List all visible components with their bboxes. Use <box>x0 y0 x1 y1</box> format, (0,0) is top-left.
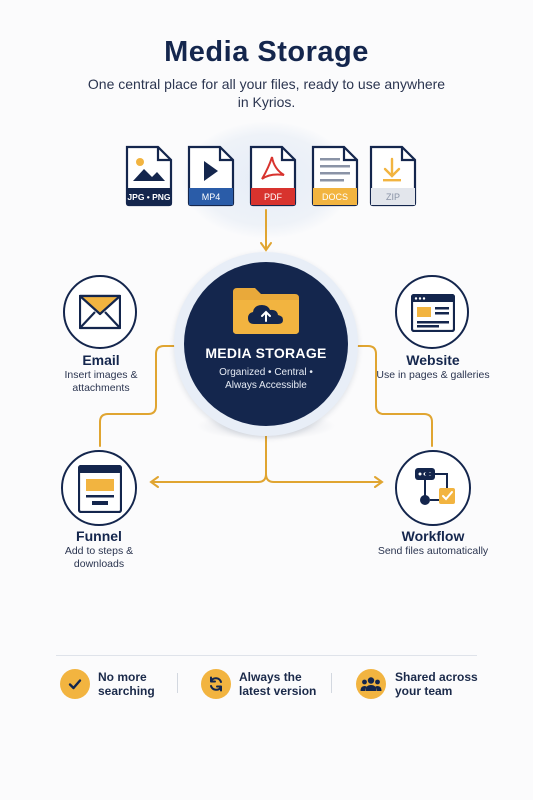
page-subtitle: One central place for all your files, re… <box>87 76 446 110</box>
workflow-desc: Send files automatically <box>377 545 489 557</box>
workflow-arrowhead <box>374 476 384 488</box>
benefit-text-1: No more searching <box>98 670 155 698</box>
download-icon <box>369 145 417 207</box>
files-to-hub-arrowhead <box>260 242 272 252</box>
file-label-zip: ZIP <box>385 192 400 202</box>
benefit-text-3: Shared across your team <box>395 670 478 698</box>
funnel-arrowhead <box>149 476 159 488</box>
cloud-folder-icon <box>233 288 299 334</box>
file-label-jpg: JPG • PNG <box>127 192 171 202</box>
check-icon <box>60 669 90 699</box>
email-title: Email <box>82 352 120 368</box>
benefits-divider <box>56 655 477 656</box>
website-node <box>395 275 469 349</box>
file-label-pdf: PDF <box>264 192 282 202</box>
funnel-node <box>61 450 137 526</box>
benefit-no-searching: No more searching <box>60 668 190 700</box>
pdf-icon <box>249 145 297 207</box>
hub-title: MEDIA STORAGE <box>205 345 327 361</box>
hub-to-bottom-right-line <box>265 473 381 483</box>
team-icon <box>356 669 386 699</box>
email-node <box>63 275 137 349</box>
play-icon <box>187 145 235 207</box>
website-desc: Use in pages & galleries <box>376 369 490 381</box>
website-title: Website <box>406 352 460 368</box>
benefit-divider-2 <box>331 673 332 693</box>
file-pdf: PDF <box>248 145 298 212</box>
browser-icon <box>411 294 455 332</box>
funnel-desc: Add to steps & downloads <box>64 545 134 570</box>
benefit-divider-1 <box>177 673 178 693</box>
workflow-title: Workflow <box>401 528 465 544</box>
hub-circle <box>184 262 348 426</box>
hub-to-website-line <box>351 345 433 447</box>
file-docs: DOCS <box>310 145 360 212</box>
file-label-mp4: MP4 <box>201 192 221 202</box>
workflow-icon <box>415 468 455 505</box>
envelope-icon <box>79 294 121 330</box>
funnel-title: Funnel <box>76 528 122 544</box>
funnel-page-icon <box>78 465 122 513</box>
hub-subtitle: Organized • Central • Always Accessible <box>219 367 313 391</box>
file-zip: ZIP <box>368 145 418 212</box>
image-icon <box>125 145 173 207</box>
document-lines-icon <box>311 145 359 207</box>
benefit-text-2: Always the latest version <box>239 670 317 698</box>
workflow-node <box>395 450 471 526</box>
file-jpg-png: JPG • PNG <box>124 145 174 212</box>
email-desc: Insert images & attachments <box>64 369 138 394</box>
sync-icon <box>201 669 231 699</box>
file-mp4: MP4 <box>186 145 236 212</box>
file-label-docs: DOCS <box>321 192 348 202</box>
file-type-row: JPG • PNG MP4 PDF DOCS <box>124 145 417 207</box>
page-title: Media Storage <box>164 36 369 68</box>
benefit-latest-version: Always the latest version <box>201 668 331 700</box>
benefit-shared-team: Shared across your team <box>356 668 486 700</box>
hub-to-email-line <box>99 345 181 447</box>
